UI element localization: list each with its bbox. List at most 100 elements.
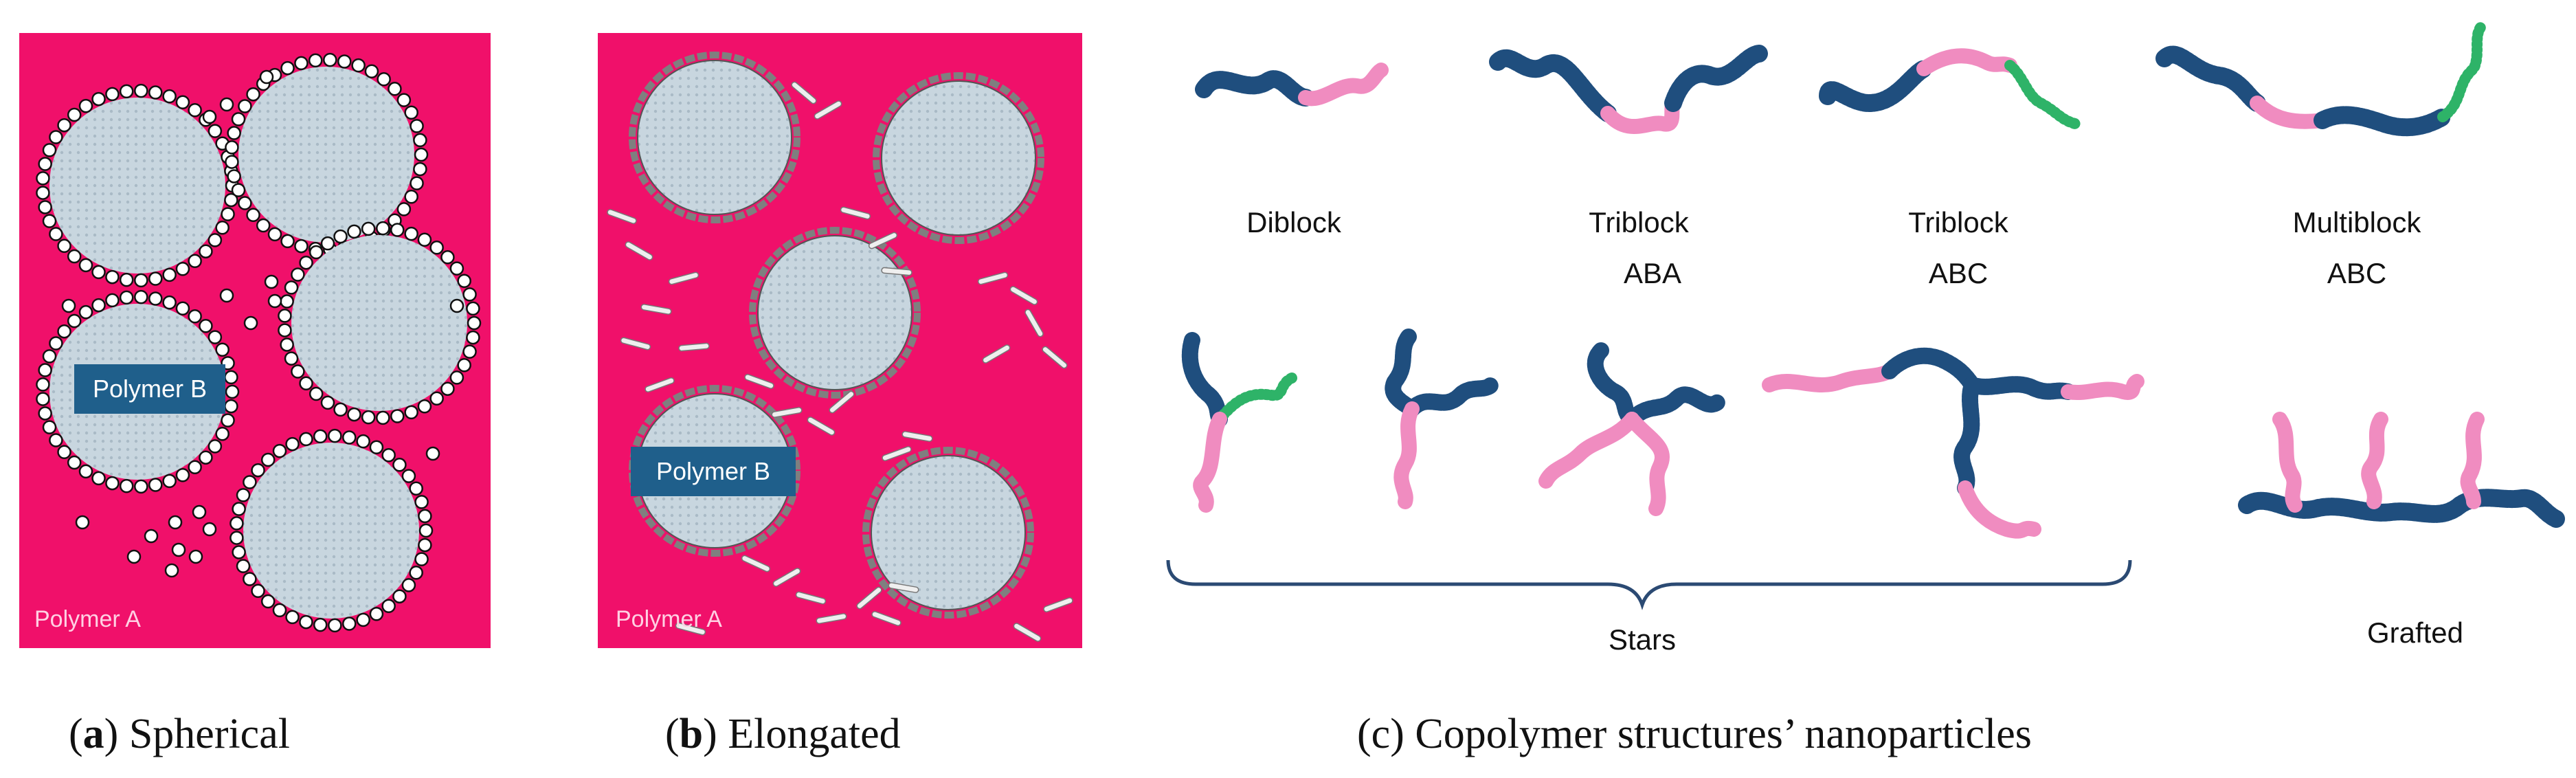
elongated-rod [816, 613, 847, 624]
elongated-rod [607, 209, 637, 224]
coating-bead [208, 233, 223, 247]
coating-bead [105, 293, 120, 308]
coating-bead [221, 413, 235, 427]
coating-bead [91, 91, 106, 107]
caption-c: (c) Copolymer structures’ nanoparticles [1357, 711, 2032, 757]
free-bead [168, 515, 183, 530]
coating-bead [91, 471, 106, 486]
elongated-rod [871, 611, 901, 626]
coating-bead [148, 85, 163, 100]
elongated-rod [772, 568, 801, 587]
coating-bead [36, 392, 50, 406]
coating-bead [78, 464, 93, 479]
polymer-b-particle [757, 235, 912, 390]
rod-coating [862, 447, 1034, 619]
free-bead [75, 515, 90, 530]
coating-bead [328, 618, 342, 633]
coating-bead [134, 289, 148, 304]
coating-bead [313, 617, 328, 632]
coating-bead [215, 426, 229, 441]
free-bead [126, 549, 142, 564]
coating-bead [162, 295, 177, 310]
coating-bead [36, 377, 50, 392]
coating-bead [299, 376, 313, 391]
elongated-rod [881, 267, 912, 276]
coating-bead [246, 208, 260, 223]
block-a [1953, 377, 1980, 496]
elongated-rod [868, 232, 898, 249]
polymer-b-particle [871, 455, 1026, 610]
coating-bead [57, 445, 71, 460]
polymer-b-particle [291, 235, 467, 411]
elongated-rod [668, 271, 699, 285]
free-bead [219, 97, 234, 112]
coating-bead [119, 290, 134, 305]
multiblock-abc-label-1: Multiblock [2293, 206, 2422, 238]
coating-bead [148, 478, 163, 492]
multiblock-abc-label-2: ABC [2327, 257, 2386, 289]
grafted-structure: Grafted [2238, 412, 2565, 649]
coating-bead [224, 399, 238, 414]
coating-bead [457, 274, 471, 289]
coating-bead [208, 124, 223, 138]
polymer-b-particle [49, 98, 225, 274]
coating-bead [299, 432, 313, 447]
coating-bead [49, 227, 63, 241]
block-b [1958, 480, 2041, 539]
triblock-abc-label-2: ABC [1929, 257, 1988, 289]
coating-bead [320, 395, 335, 410]
coating-bead [272, 603, 287, 618]
coating-bead [42, 420, 57, 434]
elongated-rod [1009, 286, 1038, 305]
coating-bead [369, 606, 384, 621]
coating-bead [236, 559, 251, 573]
coating-bead [381, 599, 396, 614]
elongated-rod [741, 555, 771, 573]
coating-bead [260, 452, 276, 467]
coating-bead [260, 594, 276, 609]
coating-bead [38, 363, 52, 377]
coating-bead [466, 301, 480, 316]
elongated-rod [620, 337, 651, 351]
coating-bead [162, 474, 177, 489]
coating-bead [333, 402, 348, 417]
elongated-nanoparticles [607, 81, 1073, 642]
block-a [1624, 386, 1726, 427]
coating-bead [392, 589, 407, 603]
coating-bead [337, 54, 352, 69]
coating-bead [414, 495, 429, 509]
coating-bead [409, 481, 423, 496]
coating-bead [351, 58, 366, 73]
triblock-aba-label-1: Triblock [1589, 206, 1689, 238]
elongated-rod [675, 622, 706, 636]
graft-block-b [2361, 412, 2388, 509]
grafted-label: Grafted [2367, 616, 2463, 649]
free-bead [61, 298, 76, 313]
coating-bead [42, 214, 57, 228]
elongated-rod [840, 206, 871, 220]
polymer-b-label-box [74, 364, 225, 414]
coating-bead [418, 509, 432, 524]
coating-bead [119, 84, 134, 99]
coating-bead [457, 357, 471, 373]
coating-bead [392, 458, 407, 472]
free-bead [243, 315, 258, 331]
polymer-a-label: Polymer A [34, 606, 141, 632]
coating-bead [243, 475, 257, 489]
coating-bead [417, 399, 432, 414]
coating-bead [272, 443, 287, 458]
coating-bead [309, 245, 324, 260]
coating-bead [449, 261, 464, 276]
coating-bead [267, 227, 282, 242]
elongated-coated-particles [629, 52, 1044, 619]
coating-bead [256, 218, 271, 233]
coating-bead [413, 162, 427, 177]
rod-coating [873, 72, 1044, 244]
elongated-rod [645, 377, 675, 392]
coating-bead [291, 364, 305, 379]
coating-bead [376, 410, 390, 425]
free-bead [188, 549, 203, 564]
block-b [1762, 364, 1897, 392]
coating-bead [67, 107, 82, 122]
coating-bead [36, 171, 50, 186]
